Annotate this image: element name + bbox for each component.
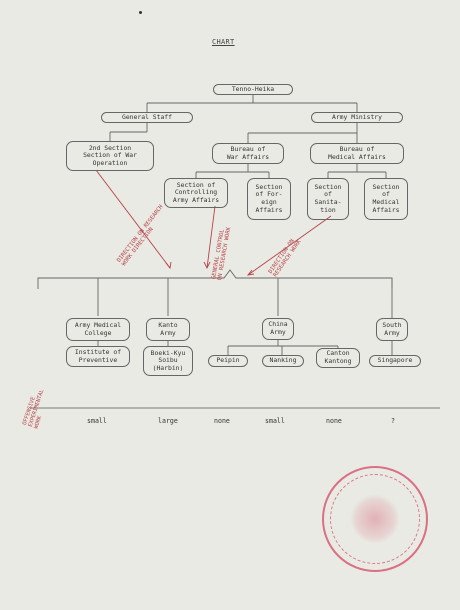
box-nanking: Nanking — [262, 355, 304, 367]
stamp-center-mark — [350, 494, 400, 544]
box-bureau-medical-affairs: Bureau of Medical Affairs — [310, 143, 404, 164]
box-section-sanitation: Section of Sanita- tion — [307, 178, 349, 220]
value-peipin: none — [214, 417, 230, 425]
red-seal-stamp — [322, 466, 428, 572]
value-singapore: ? — [391, 417, 395, 425]
box-section-controlling: Section of Controlling Army Affairs — [164, 178, 228, 208]
box-institute-preventive: Institute of Preventive — [66, 346, 130, 367]
box-section-medical-affairs: Section of Medical Affairs — [364, 178, 408, 220]
box-2nd-section: 2nd Section Section of War Operation — [66, 141, 154, 171]
box-south-army: South Army — [376, 318, 408, 341]
box-canton: Canton Kantong — [316, 348, 360, 368]
box-army-medical-college: Army Medical College — [66, 318, 130, 341]
box-army-ministry: Army Ministry — [311, 112, 403, 123]
ink-dot — [139, 11, 142, 14]
box-boeki-kyu: Boeki-Kyu Soibu (Harbin) — [143, 346, 193, 376]
box-singapore: Singapore — [369, 355, 421, 367]
box-china-army: China Army — [262, 318, 294, 340]
box-bureau-war-affairs: Bureau of War Affairs — [212, 143, 284, 164]
value-nanking: small — [265, 417, 285, 425]
box-kanto-army: Kanto Army — [146, 318, 190, 341]
value-kanto: large — [158, 417, 178, 425]
value-army-medical: small — [87, 417, 107, 425]
box-general-staff: General Staff — [101, 112, 193, 123]
box-peipin: Peipin — [208, 355, 248, 367]
box-tenno-heika: Tenno-Heika — [213, 84, 293, 95]
box-section-foreign-affairs: Section of For- eign Affairs — [247, 178, 291, 220]
chart-title: CHART — [212, 38, 235, 46]
value-canton: none — [326, 417, 342, 425]
